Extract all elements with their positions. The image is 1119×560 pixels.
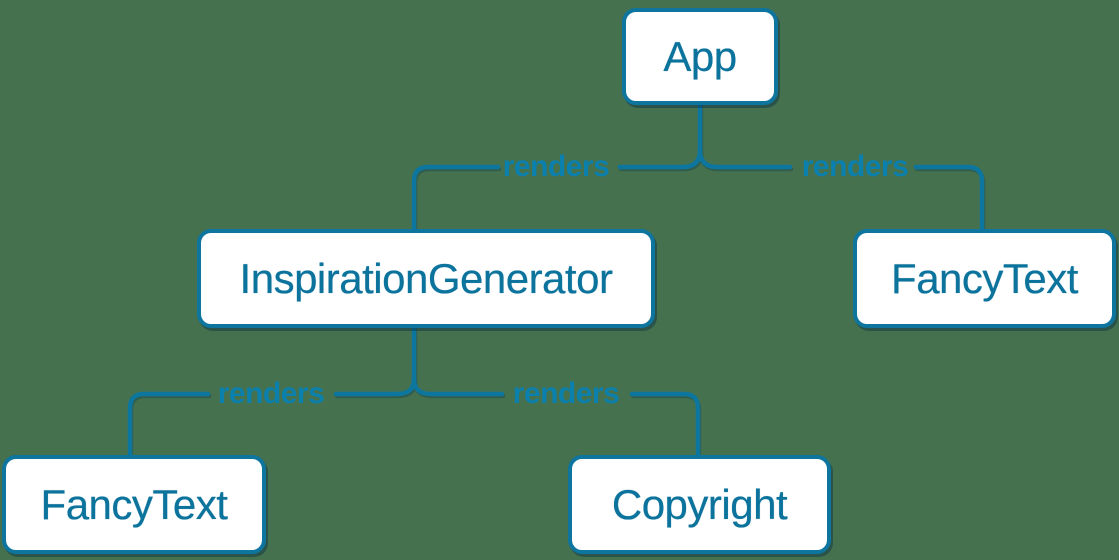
edge-app-to-inspirationgenerator <box>617 147 703 170</box>
edge-inspirationgenerator-to-copyright <box>411 376 505 397</box>
edge-app-to-fancytext <box>697 147 793 170</box>
edge-inspirationgenerator-to-copyright <box>629 391 701 460</box>
node-inspiration-generator: InspirationGenerator <box>197 229 655 328</box>
node-copyright: Copyright <box>568 455 831 554</box>
node-fancy-text-top-right: FancyText <box>853 229 1116 328</box>
node-fancy-text-bottom-left: FancyText <box>2 455 266 554</box>
edge-label-renders: renders <box>502 150 610 183</box>
edge-app-to-fancytext <box>913 164 985 234</box>
edge-label-renders: renders <box>217 377 325 410</box>
node-inspiration-generator-label: InspirationGenerator <box>239 254 613 302</box>
node-copyright-label: Copyright <box>611 480 788 528</box>
node-app-label: App <box>663 32 737 80</box>
node-fancy-text-label: FancyText <box>891 254 1078 302</box>
edge-label-renders: renders <box>801 150 909 183</box>
edge-label-renders: renders <box>512 377 620 410</box>
node-app: App <box>622 8 778 105</box>
edge-inspirationgenerator-to-fancytext <box>127 391 211 460</box>
node-fancy-text-label: FancyText <box>40 480 228 528</box>
edge-inspirationgenerator-to-fancytext <box>333 376 417 397</box>
edge-app-to-inspirationgenerator <box>411 164 501 234</box>
